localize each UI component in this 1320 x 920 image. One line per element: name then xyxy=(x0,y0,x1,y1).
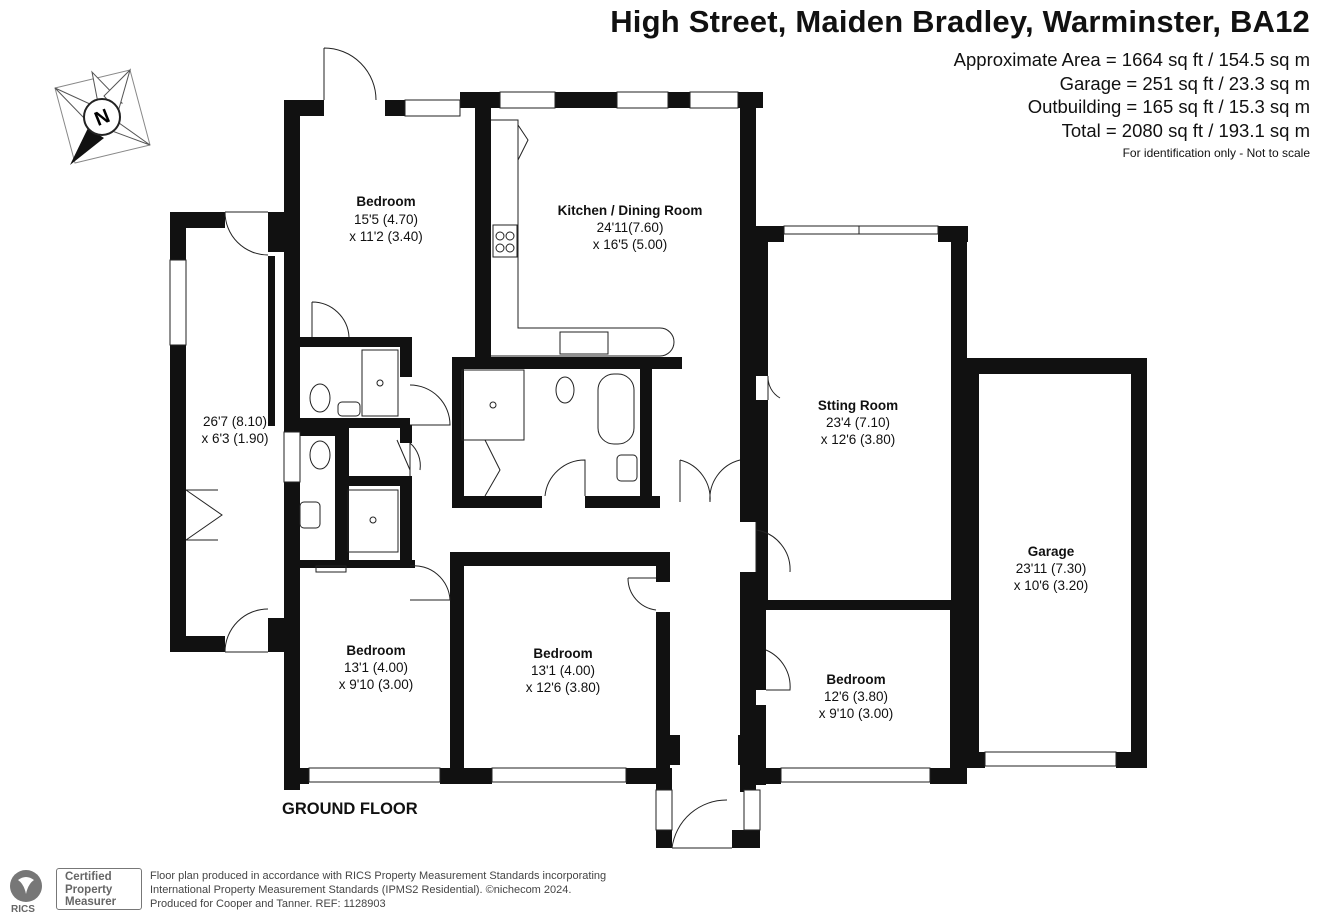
footer-line: Floor plan produced in accordance with R… xyxy=(150,870,607,882)
room-dim: x 6'3 (1.90) xyxy=(201,431,268,446)
room-dim: x 12'6 (3.80) xyxy=(821,432,896,447)
room-dim: 26'7 (8.10) xyxy=(203,414,267,429)
room-dim: x 11'2 (3.40) xyxy=(349,229,423,244)
footer-line: Produced for Cooper and Tanner. REF: 112… xyxy=(150,898,386,910)
room-dim: 13'1 (4.00) xyxy=(344,660,408,675)
windows xyxy=(169,91,1117,831)
rics-wordmark: RICS xyxy=(11,904,35,915)
room-label-kitchen: Kitchen / Dining Room 24'11(7.60) x 16'5… xyxy=(558,203,703,252)
doors xyxy=(185,47,791,849)
room-label-bedroom-top: Bedroom 15'5 (4.70) x 11'2 (3.40) xyxy=(349,194,423,244)
room-dim: x 9'10 (3.00) xyxy=(339,677,414,692)
room-dim: 13'1 (4.00) xyxy=(531,663,595,678)
cert-line: Measurer xyxy=(65,896,117,908)
room-dim: 23'4 (7.10) xyxy=(826,415,890,430)
bathroom-fittings xyxy=(299,349,638,573)
room-name: Bedroom xyxy=(533,646,592,661)
footer-notes: Floor plan produced in accordance with R… xyxy=(150,869,606,911)
room-label-outbuilding: 26'7 (8.10) x 6'3 (1.90) xyxy=(201,414,268,446)
room-name: Bedroom xyxy=(356,194,415,209)
room-label-garage: Garage 23'11 (7.30) x 10'6 (3.20) xyxy=(1014,544,1089,593)
room-name: Stting Room xyxy=(818,398,898,413)
area-line-total: Total = 2080 sq ft / 193.1 sq m xyxy=(1061,119,1310,141)
room-label-bedroom-mid: Bedroom 13'1 (4.00) x 12'6 (3.80) xyxy=(526,646,601,695)
area-line-garage: Garage = 251 sq ft / 23.3 sq m xyxy=(1059,72,1310,94)
room-dim: 23'11 (7.30) xyxy=(1016,561,1087,576)
room-dim: 24'11(7.60) xyxy=(597,220,664,235)
room-dim: 12'6 (3.80) xyxy=(824,689,888,704)
room-dim: x 12'6 (3.80) xyxy=(526,680,601,695)
scale-disclaimer: For identification only - Not to scale xyxy=(1122,146,1310,160)
room-name: Kitchen / Dining Room xyxy=(558,203,703,218)
room-dim: 15'5 (4.70) xyxy=(354,212,418,227)
certified-measurer-box: Certified Property Measurer xyxy=(56,868,142,910)
room-name: Bedroom xyxy=(826,672,885,687)
room-label-bedroom-left: Bedroom 13'1 (4.00) x 9'10 (3.00) xyxy=(339,643,414,692)
cert-line: Property xyxy=(65,883,113,896)
kitchen-counter xyxy=(491,119,675,357)
room-name: Garage xyxy=(1028,544,1075,559)
room-dim: x 16'5 (5.00) xyxy=(593,237,668,252)
cert-line: Certified xyxy=(65,871,112,883)
walls xyxy=(170,92,1147,848)
room-label-sitting: Stting Room 23'4 (7.10) x 12'6 (3.80) xyxy=(818,398,898,447)
property-title: High Street, Maiden Bradley, Warminster,… xyxy=(610,4,1310,39)
room-name: Bedroom xyxy=(346,643,405,658)
room-dim: x 10'6 (3.20) xyxy=(1014,578,1089,593)
rics-logo-icon xyxy=(10,870,42,902)
floor-label: GROUND FLOOR xyxy=(282,800,418,818)
footer-line: International Property Measurement Stand… xyxy=(150,884,572,896)
area-line-outbuilding: Outbuilding = 165 sq ft / 15.3 sq m xyxy=(1027,96,1310,117)
room-label-bedroom-right: Bedroom 12'6 (3.80) x 9'10 (3.00) xyxy=(819,672,894,721)
rics-badge: RICS Certified Property Measurer xyxy=(6,866,146,915)
area-summary: Approximate Area = 1664 sq ft / 154.5 sq… xyxy=(954,48,1310,142)
area-line-approx: Approximate Area = 1664 sq ft / 154.5 sq… xyxy=(953,49,1310,70)
room-dim: x 9'10 (3.00) xyxy=(819,706,894,721)
compass-icon: N xyxy=(54,68,151,165)
